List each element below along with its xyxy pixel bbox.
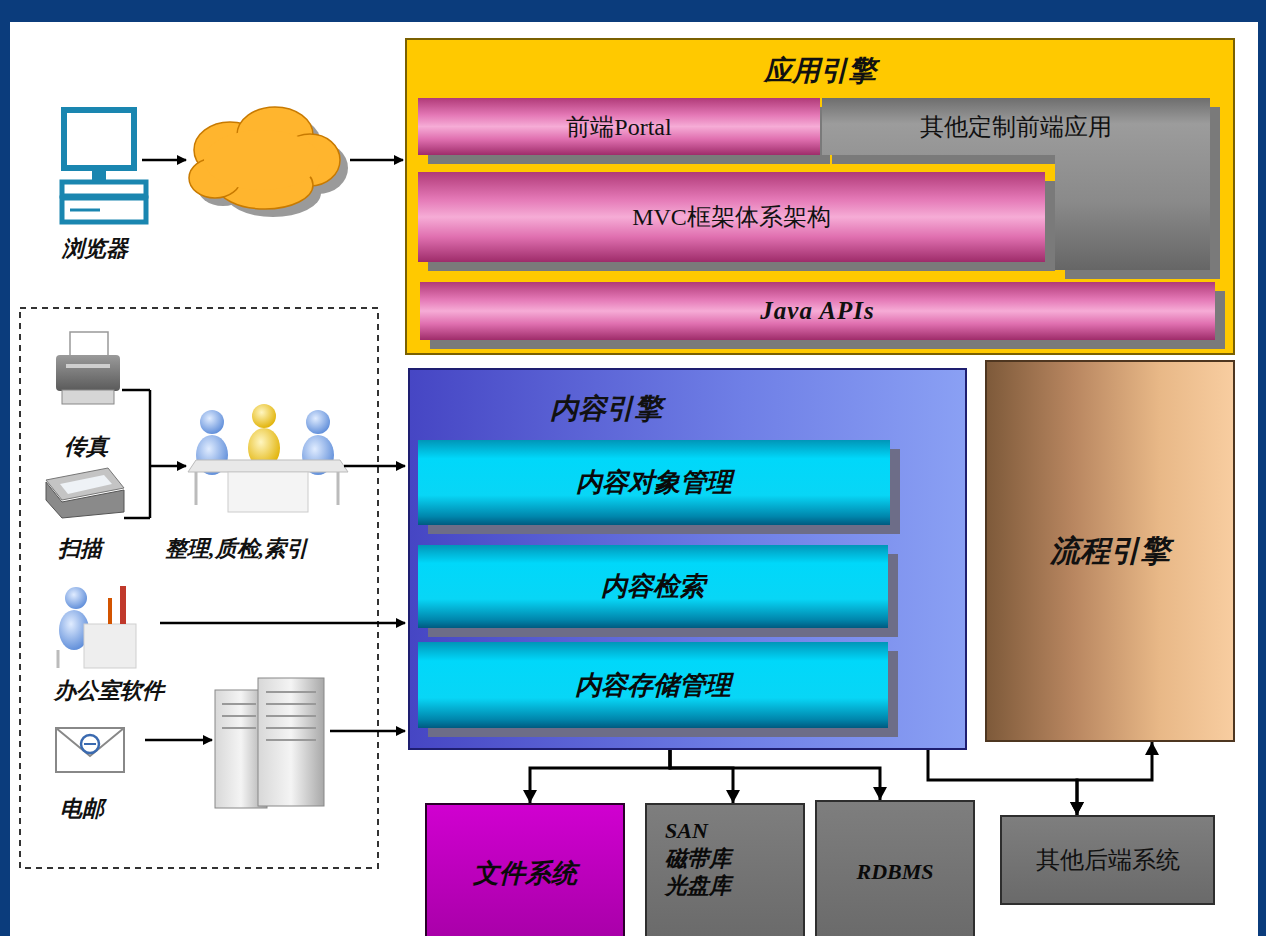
flow-arrow [350,159,403,162]
bracket-lines [122,390,150,518]
engine-panel: 内容引擎内容对象管理内容检索内容存储管理 [408,368,967,750]
layer-band: 内容存储管理 [418,642,888,728]
server-icon [215,678,324,808]
connector [1070,742,1159,815]
icon-label: 浏览器 [62,234,128,264]
node-label: 流程引擎 [1050,531,1170,572]
node-label: 内容存储管理 [575,668,731,703]
connector-line [1077,742,1152,815]
printer-icon [56,332,120,404]
flow-arrow [142,159,186,162]
icon-caption: 办公室软件 [54,676,164,706]
flow-arrow [330,730,405,733]
backend-box: 其他后端系统 [1000,815,1215,905]
icon-label: 传真 [64,432,108,462]
icon-caption: 传真 [64,432,108,462]
node-label: 应用引擎 [764,52,876,90]
envelope-icon [56,728,124,772]
flow-arrow [160,622,405,625]
icon-caption: 扫描 [58,534,102,564]
node-label: 前端Portal [566,111,671,143]
node-label: 内容引擎 [550,390,662,428]
flow-arrow [145,739,212,742]
flow-arrow [344,465,405,468]
icon-label: 电邮 [60,794,104,824]
node-label: 文件系统 [473,856,577,891]
node-label: 其他后端系统 [1036,844,1180,876]
arrow-head [873,787,887,800]
arrow-head [1145,742,1159,755]
engine-panel: 流程引擎 [985,360,1235,742]
node-label: 内容检索 [601,569,705,604]
computer-icon [62,110,146,222]
icon-caption: 浏览器 [62,234,128,264]
layer-band: 内容检索 [418,545,888,628]
node-label: RDBMS [856,859,933,885]
node-label: Java APIs [760,297,874,325]
storage-box: RDBMS [815,800,975,936]
people-table-icon [188,404,348,512]
icon-caption: 电邮 [60,794,104,824]
layer-band: 内容对象管理 [418,440,890,525]
icon-label: 扫描 [58,534,102,564]
dashed-region [20,308,378,868]
icon-caption: 整理,质检,索引 [165,534,308,564]
arrow-head [1070,802,1084,815]
node-label: 内容对象管理 [576,465,732,500]
icon-label: 整理,质检,索引 [165,534,308,564]
node-label: SAN 磁带库 光盘库 [665,817,745,900]
node-label: MVC框架体系架构 [632,201,831,233]
storage-box: 文件系统 [425,803,625,936]
arrow-head [523,790,537,803]
icon-label: 办公室软件 [54,676,164,706]
scanner-icon [46,468,124,518]
flow-arrow [150,465,186,468]
layer-band: MVC框架体系架构 [418,172,1045,262]
layer-band: 前端Portal [418,98,820,155]
cloud-icon [189,107,348,217]
node-label: 其他定制前端应用 [920,111,1112,143]
layer-band: Java APIs [420,282,1215,340]
storage-box: SAN 磁带库 光盘库 [645,803,805,936]
arrow-head [726,790,740,803]
office-worker-icon [58,586,136,668]
engine-panel: 应用引擎前端Portal 其他定制前端应用 MVC框架体系架构 Java APIs [405,38,1235,355]
arrow-head [1070,802,1084,815]
